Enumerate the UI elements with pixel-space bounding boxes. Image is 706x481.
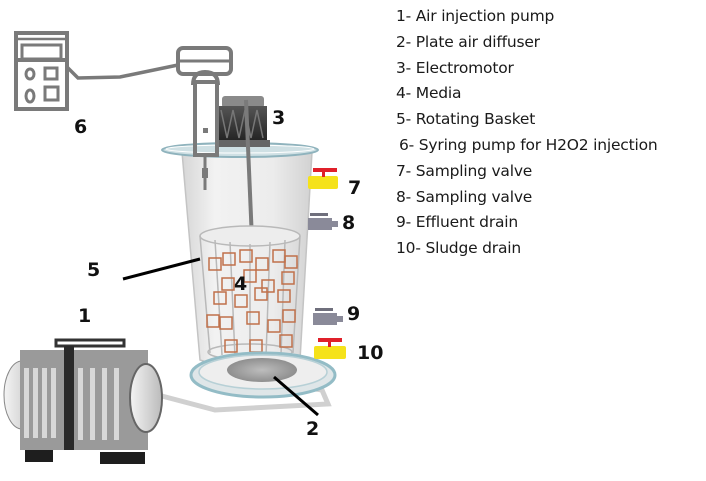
callout-3: 3 [272,107,286,129]
media-cube [224,339,238,353]
media-cube [261,279,275,293]
electromotor-icon [216,96,270,147]
media-cube [254,287,268,301]
legend-item-effluent-drain: 9- Effluent drain [396,213,519,232]
callout-1: 1 [78,305,92,327]
legend-item-sludge-drain: 10- Sludge drain [396,239,521,258]
legend-item-electromotor: 3- Electromotor [396,58,514,77]
media-cube [277,289,291,303]
effluent-drain-valve-icon [313,308,343,325]
media-cube [243,269,257,283]
legend-item-rotating-basket: 5- Rotating Basket [396,110,536,129]
leader-line-2 [273,375,319,417]
media-cube [219,316,233,330]
media-cube [281,271,295,285]
legend-item-air-injection-pump: 1- Air injection pump [396,7,555,25]
callout-4: 4 [234,273,248,295]
syringe-pump-controller-icon [14,31,179,111]
legend-item-plate-air-diffuser: 2- Plate air diffuser [396,32,540,51]
plate-air-diffuser-icon [189,351,337,399]
legend-item-media: 4- Media [396,84,462,103]
media-cube [208,257,222,271]
callout-7: 7 [348,177,362,199]
media-cube [282,309,296,323]
legend-item-sampling-valve-8: 8- Sampling valve [396,187,533,206]
callout-5: 5 [87,259,101,281]
sludge-drain-valve-icon [314,338,346,359]
legend-item-sampling-valve-7: 7- Sampling valve [396,161,533,180]
media-cube [221,277,235,291]
shaft [244,99,254,241]
callout-2: 2 [306,418,320,440]
sampling-valve-7-icon [308,168,338,189]
media-cube [206,314,220,328]
syringe-icon [176,46,233,190]
media-cube [267,319,281,333]
legend: 1- Air injection pump 2- Plate air diffu… [396,4,658,262]
sampling-valve-8-icon [308,213,338,230]
air-injection-pump-icon [3,338,163,464]
media-cube [279,334,293,348]
media-cube [222,252,236,266]
leader-line-5 [122,257,201,281]
media-cube [246,311,260,325]
callout-8: 8 [342,212,356,234]
media-cube [213,291,227,305]
media-cube [239,249,253,263]
callout-6: 6 [74,116,88,138]
media-cube [234,294,248,308]
media-cube [284,255,298,269]
callout-10: 10 [357,342,384,364]
callout-9: 9 [347,303,361,325]
legend-item-syringe-pump: 6- Syring pump for H2O2 injection [399,135,658,154]
media-cube [255,257,269,271]
rotating-basket-icon [199,225,301,361]
